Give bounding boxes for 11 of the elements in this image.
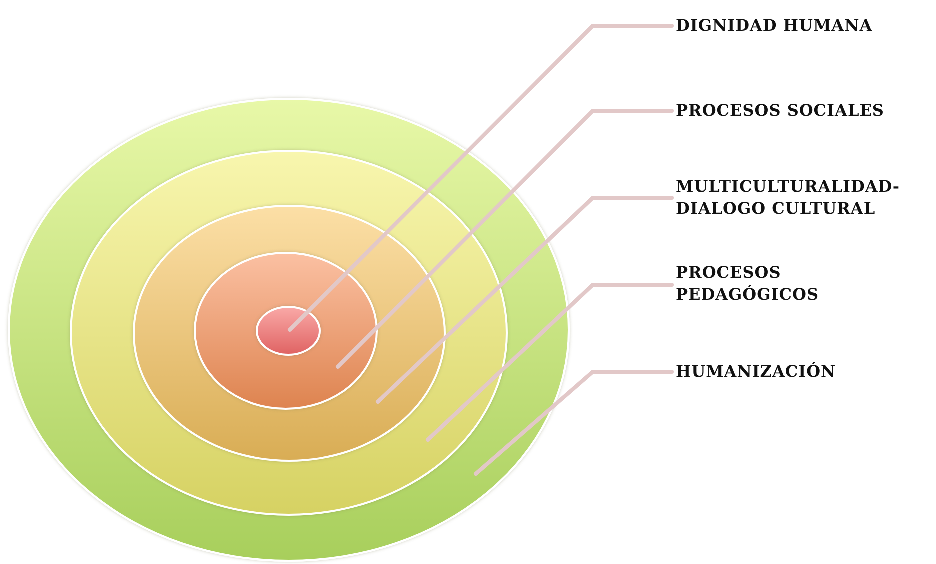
- label-text: DIGNIDAD HUMANA: [676, 15, 926, 37]
- label-text: PROCESOS SOCIALES: [676, 100, 926, 122]
- leader-line: [376, 196, 674, 404]
- label-text: PROCESOS PEDAGÓGICOS: [676, 262, 846, 306]
- leader-line: [288, 24, 674, 332]
- ring-ellipse: [256, 306, 321, 356]
- label-text: MULTICULTURALIDAD-DIALOGO CULTURAL: [676, 176, 932, 220]
- leader-line: [336, 109, 674, 369]
- label-text: HUMANIZACIÓN: [676, 361, 926, 383]
- leader-line: [474, 370, 674, 476]
- leader-line: [426, 283, 674, 442]
